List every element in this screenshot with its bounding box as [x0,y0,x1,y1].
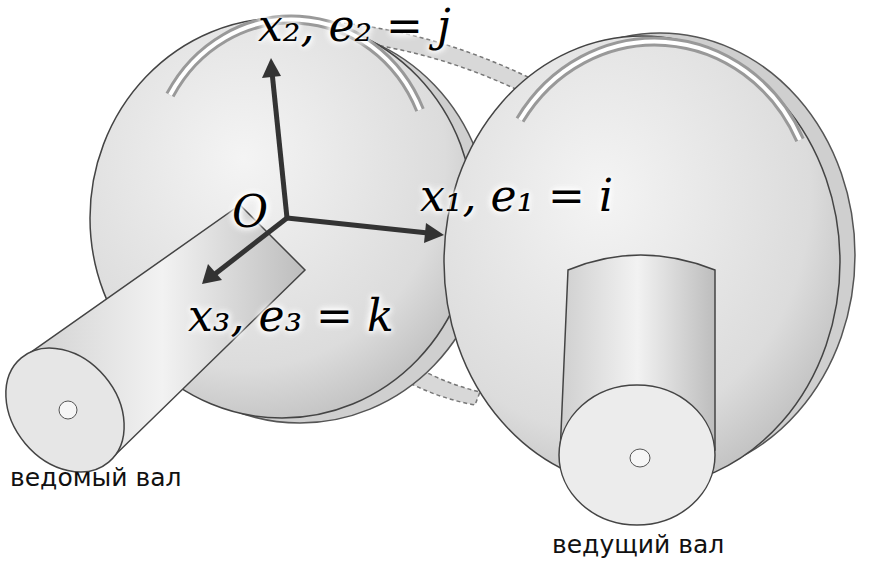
shaft-caption: ведущий вал [552,530,724,559]
shaft-caption: ведомый вал [10,463,182,492]
axis-label: x₁, e₁ = i [420,170,613,221]
origin-label: O [232,186,268,237]
axis-label: x₃, e₃ = k [188,290,394,341]
axis-label: x₂, e₂ = j [258,0,451,51]
